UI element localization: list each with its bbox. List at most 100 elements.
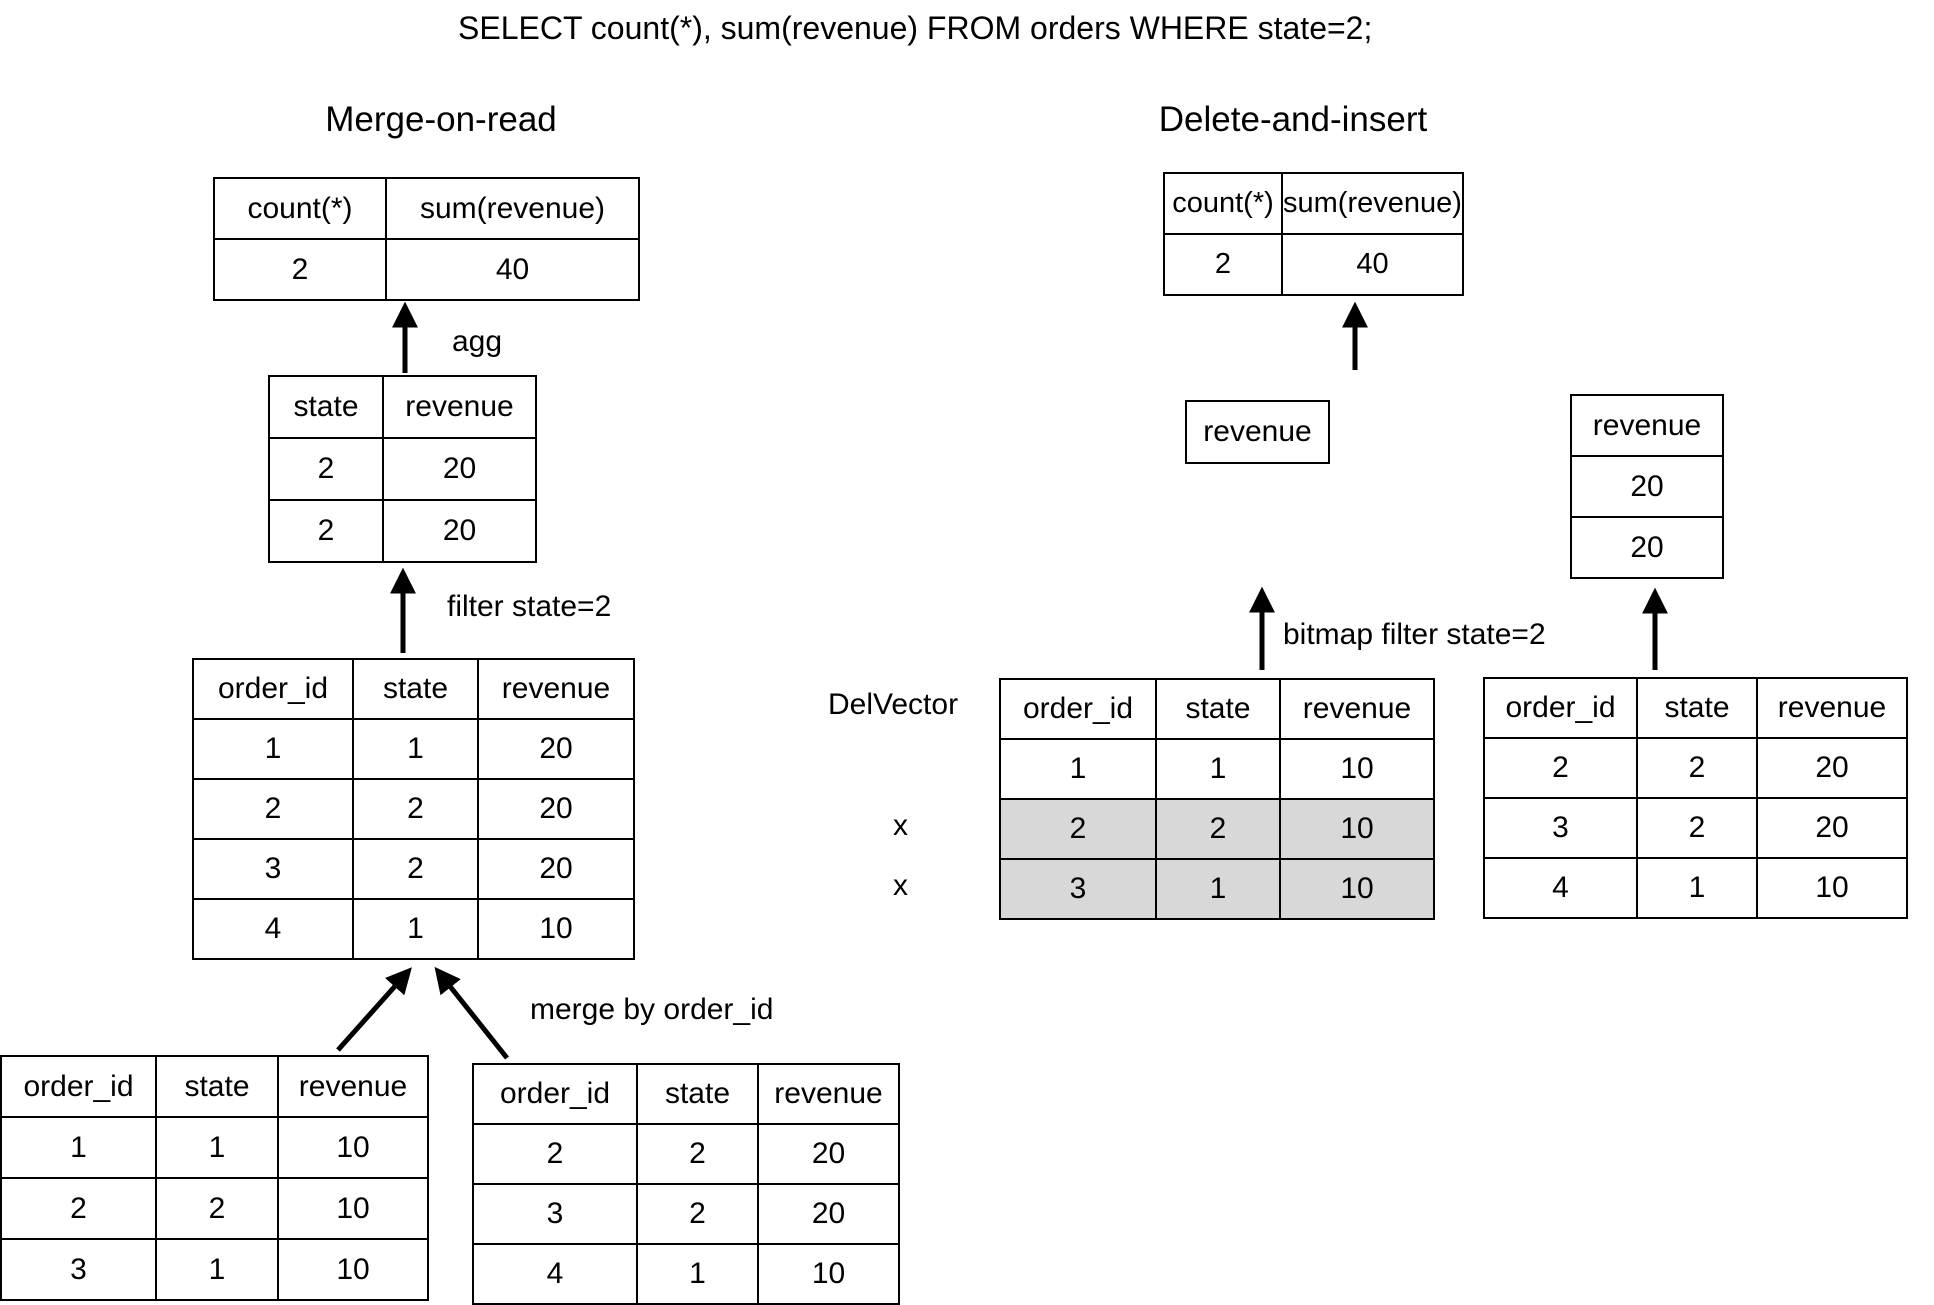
table-cell: 1 bbox=[352, 718, 479, 780]
table-cell: 1 bbox=[0, 1116, 157, 1179]
table-cell: 40 bbox=[1281, 233, 1464, 296]
column-header: sum(revenue) bbox=[385, 177, 640, 240]
table-cell: 2 bbox=[1636, 797, 1758, 859]
table-cell: 4 bbox=[1483, 857, 1638, 919]
column-header: order_id bbox=[999, 678, 1157, 740]
table-cell: 1 bbox=[636, 1243, 759, 1305]
column-header: state bbox=[1636, 677, 1758, 739]
filter-label: filter state=2 bbox=[447, 590, 612, 623]
table-cell: 1 bbox=[1155, 738, 1281, 800]
column-header: order_id bbox=[472, 1063, 638, 1125]
merge-arrow-right bbox=[434, 966, 509, 1060]
table-cell: 1 bbox=[999, 738, 1157, 800]
delete-and-insert-title: Delete-and-insert bbox=[1158, 100, 1428, 139]
table-cell: 2 bbox=[268, 437, 384, 501]
delvector-label: DelVector bbox=[828, 688, 959, 721]
table-cell: 3 bbox=[1483, 797, 1638, 859]
table-cell: 2 bbox=[192, 778, 354, 840]
table-cell: 4 bbox=[472, 1243, 638, 1305]
table-cell: 10 bbox=[1279, 738, 1435, 800]
table-cell: 1 bbox=[192, 718, 354, 780]
table-cell: 2 bbox=[636, 1183, 759, 1245]
empty-revenue-table: revenue bbox=[1185, 400, 1330, 464]
table-cell: 10 bbox=[277, 1238, 429, 1301]
table-cell: 10 bbox=[277, 1116, 429, 1179]
table-cell: 20 bbox=[1756, 797, 1908, 859]
table-cell: 1 bbox=[155, 1116, 279, 1179]
table-cell: 2 bbox=[268, 499, 384, 563]
table-cell: 10 bbox=[1279, 798, 1435, 860]
deleted-row-mark: x bbox=[893, 869, 908, 902]
table-cell: 2 bbox=[1483, 737, 1638, 799]
table-cell: 2 bbox=[636, 1123, 759, 1185]
table-header-row: revenue bbox=[1185, 400, 1330, 464]
column-header: state bbox=[352, 658, 479, 720]
table-header-row: count(*)sum(revenue) bbox=[1163, 172, 1464, 235]
table-cell: 20 bbox=[1756, 737, 1908, 799]
table-cell: 10 bbox=[277, 1177, 429, 1240]
table-row: 20 bbox=[1570, 455, 1724, 518]
column-header: count(*) bbox=[213, 177, 387, 240]
column-header: revenue bbox=[277, 1055, 429, 1118]
deleted-row-mark: x bbox=[893, 809, 908, 842]
sql-query: SELECT count(*), sum(revenue) FROM order… bbox=[458, 10, 1373, 46]
table-cell: 40 bbox=[385, 238, 640, 301]
table-cell: 20 bbox=[477, 838, 635, 900]
table-cell: 1 bbox=[352, 898, 479, 960]
table-cell: 2 bbox=[0, 1177, 157, 1240]
column-header: revenue bbox=[477, 658, 635, 720]
column-header: sum(revenue) bbox=[1281, 172, 1464, 235]
table-cell: 3 bbox=[0, 1238, 157, 1301]
table-cell: 2 bbox=[1155, 798, 1281, 860]
table-cell: 2 bbox=[1163, 233, 1283, 296]
table-cell: 2 bbox=[352, 838, 479, 900]
table-cell: 10 bbox=[1279, 858, 1435, 920]
table-cell: 20 bbox=[757, 1183, 900, 1245]
column-header: count(*) bbox=[1163, 172, 1283, 235]
table-cell: 20 bbox=[382, 437, 537, 501]
column-header: order_id bbox=[1483, 677, 1638, 739]
table-cell: 2 bbox=[352, 778, 479, 840]
merge-on-read-title: Merge-on-read bbox=[325, 100, 557, 139]
table-cell: 3 bbox=[192, 838, 354, 900]
column-header: revenue bbox=[382, 375, 537, 439]
table-cell: 20 bbox=[382, 499, 537, 563]
agg-label: agg bbox=[452, 325, 503, 358]
column-header: state bbox=[1155, 678, 1281, 740]
column-header: revenue bbox=[1570, 394, 1724, 457]
column-header: revenue bbox=[1279, 678, 1435, 740]
bitmap-filter-label: bitmap filter state=2 bbox=[1283, 618, 1546, 651]
